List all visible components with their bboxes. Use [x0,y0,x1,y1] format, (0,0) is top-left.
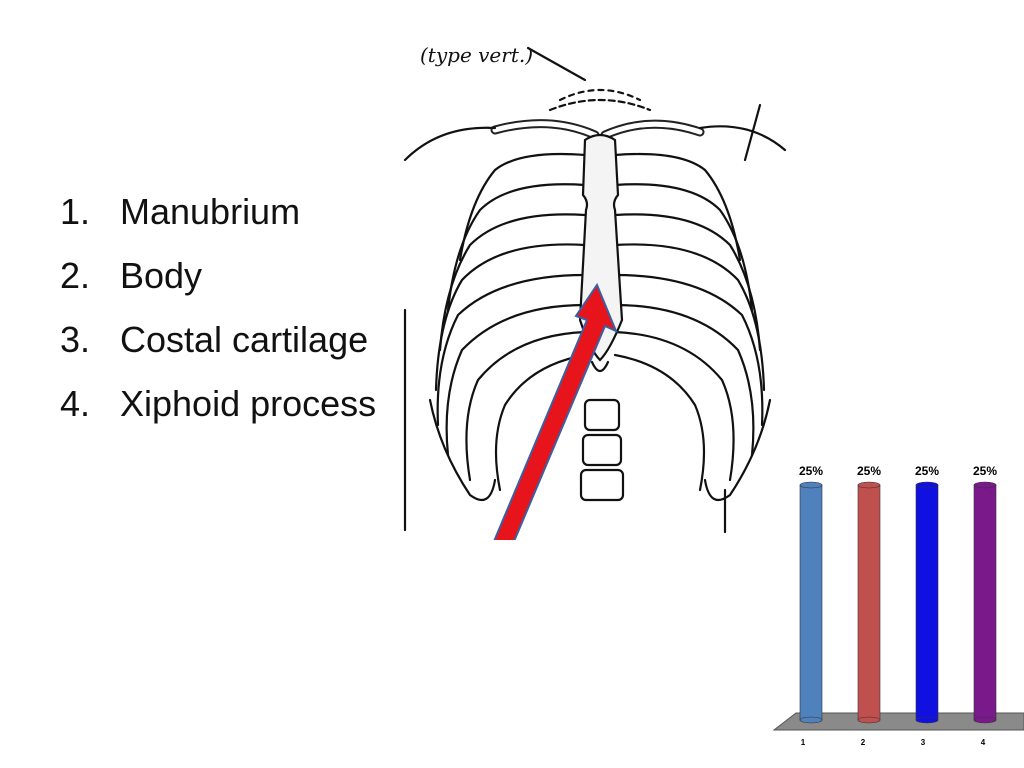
answer-option-4: 4. Xiphoid process [60,382,410,425]
chart-bar-cap [857,481,881,489]
chart-bar-4 [973,484,997,721]
answer-option-1: 1. Manubrium [60,190,410,233]
option-number: 1. [60,191,91,232]
chart-value-label: 25% [915,464,939,478]
chart-bar-base [857,716,881,724]
option-label: Xiphoid process [120,383,377,424]
chart-bar-base [973,716,997,724]
rib-cage-illustration: (type vert.) [403,43,787,540]
chart-value-label: 25% [799,464,823,478]
option-label: Body [120,255,203,296]
answer-options-list: 1. Manubrium 2. Body 3. Costal cartilage… [60,190,410,446]
chart-bars [799,481,997,724]
chart-value-labels: 25% 25% 25% 25% [799,464,997,478]
answer-option-2: 2. Body [60,254,410,297]
chart-bar-cap [973,481,997,489]
option-number: 4. [60,383,91,424]
chart-bar-cap [799,481,823,489]
response-bar-chart: 25% 25% 25% 25% 1 2 3 4 [772,464,1024,747]
chart-category-labels: 1 2 3 4 [801,738,986,747]
chart-value-label: 25% [973,464,997,478]
chart-category-label: 1 [801,738,806,747]
chart-bar-base [915,716,939,724]
option-label: Costal cartilage [120,319,369,360]
chart-bar-3 [915,484,939,721]
chart-category-label: 3 [921,738,926,747]
option-label: Manubrium [120,191,301,232]
chart-bar-1 [799,484,823,721]
red-pointer-arrow [493,282,618,540]
chart-bar-2 [857,484,881,721]
chart-category-label: 2 [861,738,866,747]
chart-bar-cap [915,481,939,489]
option-number: 2. [60,255,91,296]
chart-bar-base [799,716,823,724]
chart-category-label: 4 [981,738,986,747]
chart-value-label: 25% [857,464,881,478]
annotation-label: (type vert.) [420,43,533,67]
chart-floor [772,712,1024,731]
option-number: 3. [60,319,91,360]
answer-option-3: 3. Costal cartilage [60,318,410,361]
